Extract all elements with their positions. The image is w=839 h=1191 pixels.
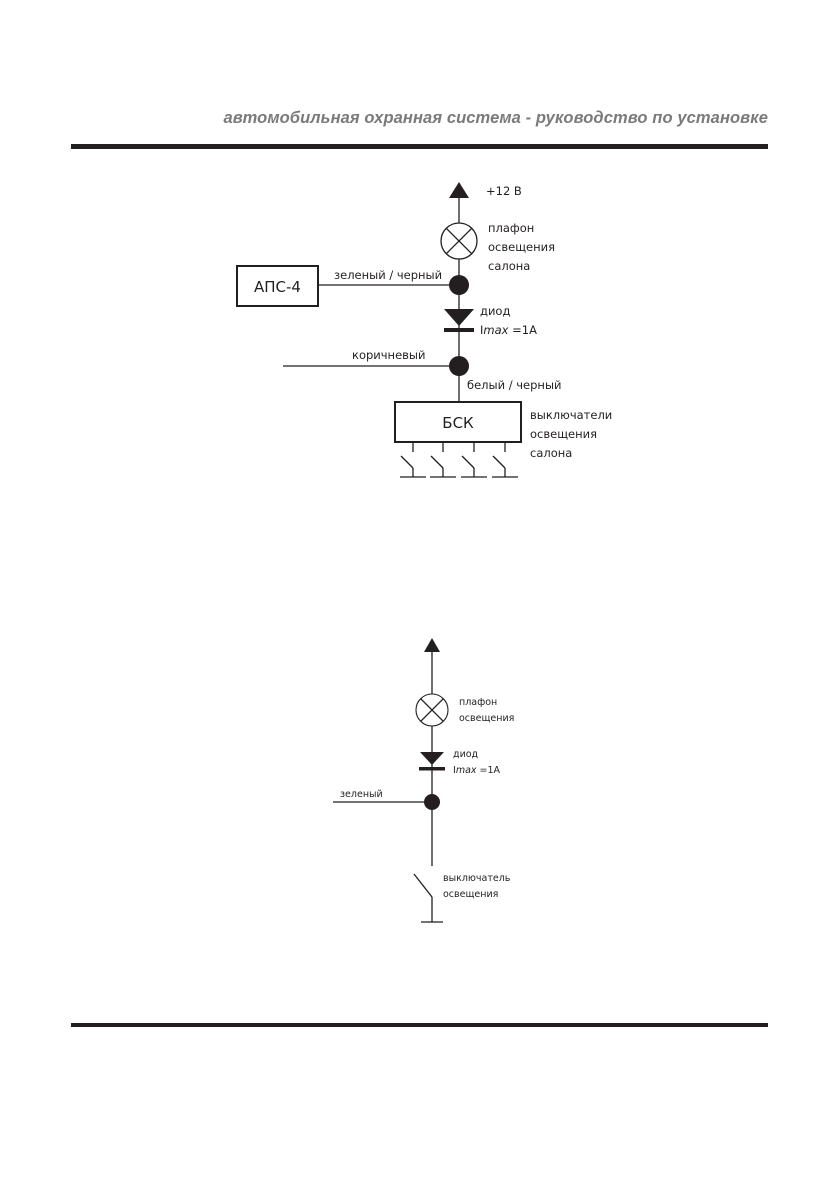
power-arrow-icon [449,182,469,198]
door-switch-icon-2 [430,442,456,478]
bsk-box [394,401,522,443]
lamp-label-2-line-1: плафон [459,697,497,708]
diode-label: диод [480,304,510,318]
junction-dot-1 [449,275,469,295]
switches-label-line-2: освещения [530,427,597,441]
lamp-icon [440,222,478,260]
power-arrow-icon-2 [424,638,440,652]
diagram-1: +12 В плафон освещения салона АПС-4 зеле… [236,182,612,478]
diode-label-2: диод [453,749,479,760]
lamp-label-2-line-2: освещения [459,713,514,724]
diode-rating: Imax =1А [480,323,537,337]
module-wire-label: зеленый / черный [334,268,442,282]
lamp-icon-2 [415,693,449,727]
lamp-label-line-3: салона [488,259,530,273]
bottom-wire-label: белый / черный [467,378,562,392]
footer-rule [71,1023,768,1027]
door-switch-icon-4 [492,442,518,478]
junction-dot-2 [449,356,469,376]
door-switch-icon-3 [461,442,487,478]
switches-label-line-3: салона [530,446,572,460]
switch-label-line-2: освещения [443,889,498,900]
diode-icon-2 [419,752,445,771]
junction-dot-3 [424,794,440,810]
power-label: +12 В [486,184,522,198]
light-switch-icon [413,873,443,923]
module-box [236,265,319,307]
switches-label-line-1: выключатели [530,408,612,422]
page-header-title: автомобильная охранная система - руковод… [223,109,768,127]
lamp-label-line-1: плафон [488,221,534,235]
diode-rating-2: Imax =1А [453,765,501,776]
header-rule [71,144,768,149]
green-wire-label: зеленый [340,789,383,800]
switch-label-line-1: выключатель [443,873,511,884]
diode-icon [444,309,474,332]
door-switch-icon-1 [400,442,426,478]
diagram-2: плафон освещения диод Imax =1А зеленый в… [333,638,514,923]
lamp-label-line-2: освещения [488,240,555,254]
module-box-label: АПС-4 [254,278,301,296]
bsk-box-label: БСК [442,414,474,432]
brown-wire-label: коричневый [352,348,425,362]
